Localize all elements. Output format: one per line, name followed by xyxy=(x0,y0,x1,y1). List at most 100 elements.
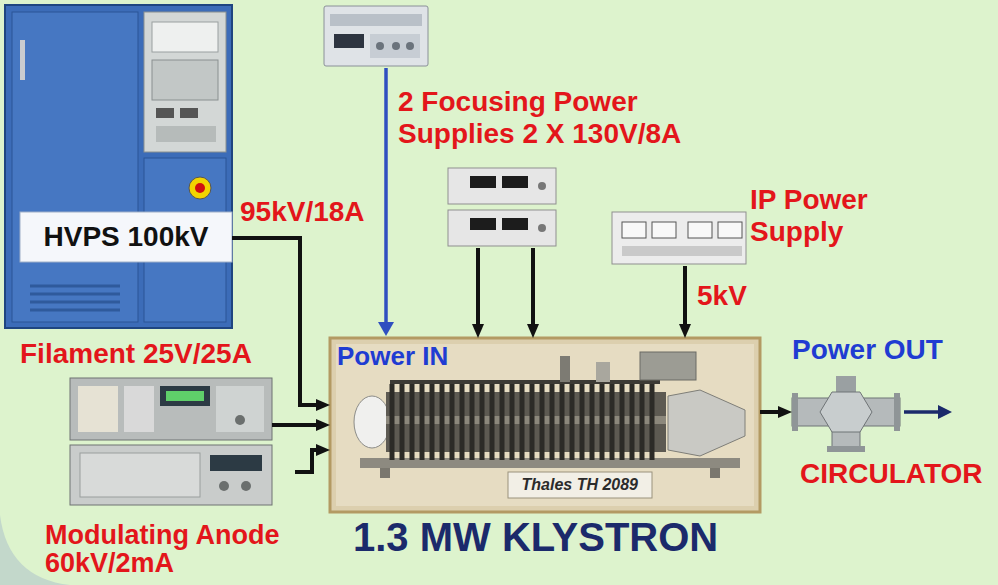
supply-label: Filament 25V/25A xyxy=(20,338,252,370)
power-cable xyxy=(476,248,480,330)
hvps-cabinet-photo-part xyxy=(12,12,138,322)
hvps-cabinet-photo-part xyxy=(5,5,232,328)
circulator-photo-part xyxy=(827,446,865,452)
ip-supply-photo-part xyxy=(612,212,746,264)
power-cable xyxy=(683,266,687,330)
ip-supply-photo-part xyxy=(688,222,712,238)
supply-label: IP Power Supply xyxy=(750,184,900,248)
hvps-cabinet-photo-part xyxy=(20,212,232,262)
modulator-supply-photo-part xyxy=(210,455,262,471)
ip-supply-photo-part xyxy=(622,222,646,238)
hvps-cabinet-photo-part xyxy=(195,183,205,193)
rf-driver-unit-part xyxy=(334,34,364,48)
hvps-cabinet-photo xyxy=(5,5,232,328)
hvps-cabinet-photo-part xyxy=(30,286,120,310)
circulator-photo-part xyxy=(792,393,798,431)
focusing-supply-photo-part xyxy=(470,218,496,230)
klystron-photo-part xyxy=(380,468,390,478)
modulator-supply-photo-part xyxy=(219,481,229,491)
connector-group xyxy=(232,238,784,472)
circulator: Power OUT CIRCULATOR xyxy=(792,334,983,490)
rf-drive-arrow-part xyxy=(384,68,388,324)
klystron-photo-part xyxy=(596,362,610,382)
ip-supply-photo-part xyxy=(622,246,742,256)
voltage-label: 5kV xyxy=(697,280,747,312)
rf-driver-unit-part xyxy=(406,42,414,50)
circulator-photo-part xyxy=(836,376,856,394)
output-arrow-part xyxy=(938,405,952,419)
klystron-photo-part xyxy=(330,338,760,512)
hvps-cabinet-photo-part xyxy=(152,22,218,52)
hvps-cabinet-photo-part xyxy=(156,126,216,142)
focusing-supply-photo-part xyxy=(470,176,496,188)
focusing-supply-photo-part xyxy=(502,218,528,230)
modulator-supply-photo xyxy=(70,445,272,505)
filament-supply-photo-part xyxy=(166,391,204,401)
rf-driver-unit xyxy=(324,6,428,66)
power-cable xyxy=(760,410,784,414)
filament-supply-photo-part xyxy=(124,386,154,432)
focusing-supply-photo-part xyxy=(538,224,546,232)
hvps-label: HVPS 100kV xyxy=(44,221,209,253)
klystron-photo-part xyxy=(508,472,652,498)
modulating-anode-supply: Modulating Anode 60kV/2mA xyxy=(45,445,295,578)
ip-supply-photo-part xyxy=(718,222,742,238)
klystron-photo-part xyxy=(354,396,390,448)
output-arrow-part xyxy=(904,410,940,414)
rf-drive-arrow-part xyxy=(378,322,394,336)
klystron-photo-part xyxy=(390,380,660,384)
hvps-cabinet: HVPS 100kV xyxy=(5,5,232,328)
ip-power-supply: IP Power Supply xyxy=(612,184,900,266)
hvps-cabinet-photo-part xyxy=(180,108,198,118)
modulator-supply-photo-part xyxy=(241,481,251,491)
ip-supply-photo-part xyxy=(652,222,676,238)
circulator-photo-part xyxy=(820,392,872,432)
output-arrow xyxy=(904,405,952,419)
klystron-photo-part xyxy=(640,352,696,380)
focusing-supplies: 2 Focusing Power Supplies 2 X 130V/8A xyxy=(398,86,718,248)
supply-label: 2 Focusing Power Supplies 2 X 130V/8A xyxy=(398,86,718,150)
focusing-supply-photo xyxy=(448,168,556,246)
voltage-label: 95kV/18A xyxy=(240,196,365,228)
supply-label: Modulating Anode 60kV/2mA xyxy=(45,521,295,578)
circulator-photo-part xyxy=(894,393,900,431)
rf-driver-unit-part xyxy=(330,14,422,26)
rf-driver-unit-part xyxy=(370,34,420,58)
device-title: 1.3 MW KLYSTRON xyxy=(353,514,718,560)
focusing-supply-photo-part xyxy=(448,210,556,246)
rf-driver-unit-part xyxy=(376,42,384,50)
filament-supply-photo-part xyxy=(235,415,245,425)
power-cable xyxy=(232,238,322,405)
port-label: Power OUT xyxy=(792,334,943,366)
rf-drive-arrow xyxy=(378,68,394,336)
focusing-supply-photo-part xyxy=(538,182,546,190)
klystron-photo xyxy=(330,338,760,512)
klystron: Power IN Thales TH 2089 1.3 MW KLYSTRON xyxy=(330,338,760,560)
hvps-cabinet-photo-part xyxy=(144,12,226,152)
klystron-photo-part xyxy=(560,356,570,382)
nameplate-text: Thales TH 2089 xyxy=(522,476,639,494)
filament-supply-photo-part xyxy=(160,386,210,406)
hvps-cabinet-photo-part xyxy=(189,177,211,199)
hvps-cabinet-photo-part xyxy=(152,60,218,100)
power-cable xyxy=(531,248,535,330)
filament-supply-photo-part xyxy=(216,386,264,432)
ip-supply-photo xyxy=(612,212,746,264)
klystron-photo-part xyxy=(668,390,745,456)
filament-supply-photo xyxy=(70,378,272,440)
focusing-supply-photo-part xyxy=(502,176,528,188)
filament-supply: Filament 25V/25A xyxy=(20,338,272,440)
filament-supply-photo-part xyxy=(70,378,272,440)
klystron-photo-part xyxy=(392,384,652,460)
device-label: CIRCULATOR xyxy=(800,458,983,490)
filament-supply-photo-part xyxy=(78,386,118,432)
port-label: Power IN xyxy=(337,342,448,372)
hvps-cabinet-photo-part xyxy=(20,40,25,80)
focusing-supply-photo-part xyxy=(448,168,556,204)
hvps-cabinet-photo-part xyxy=(156,108,174,118)
rf-driver-unit-part xyxy=(392,42,400,50)
power-cable xyxy=(295,450,322,472)
